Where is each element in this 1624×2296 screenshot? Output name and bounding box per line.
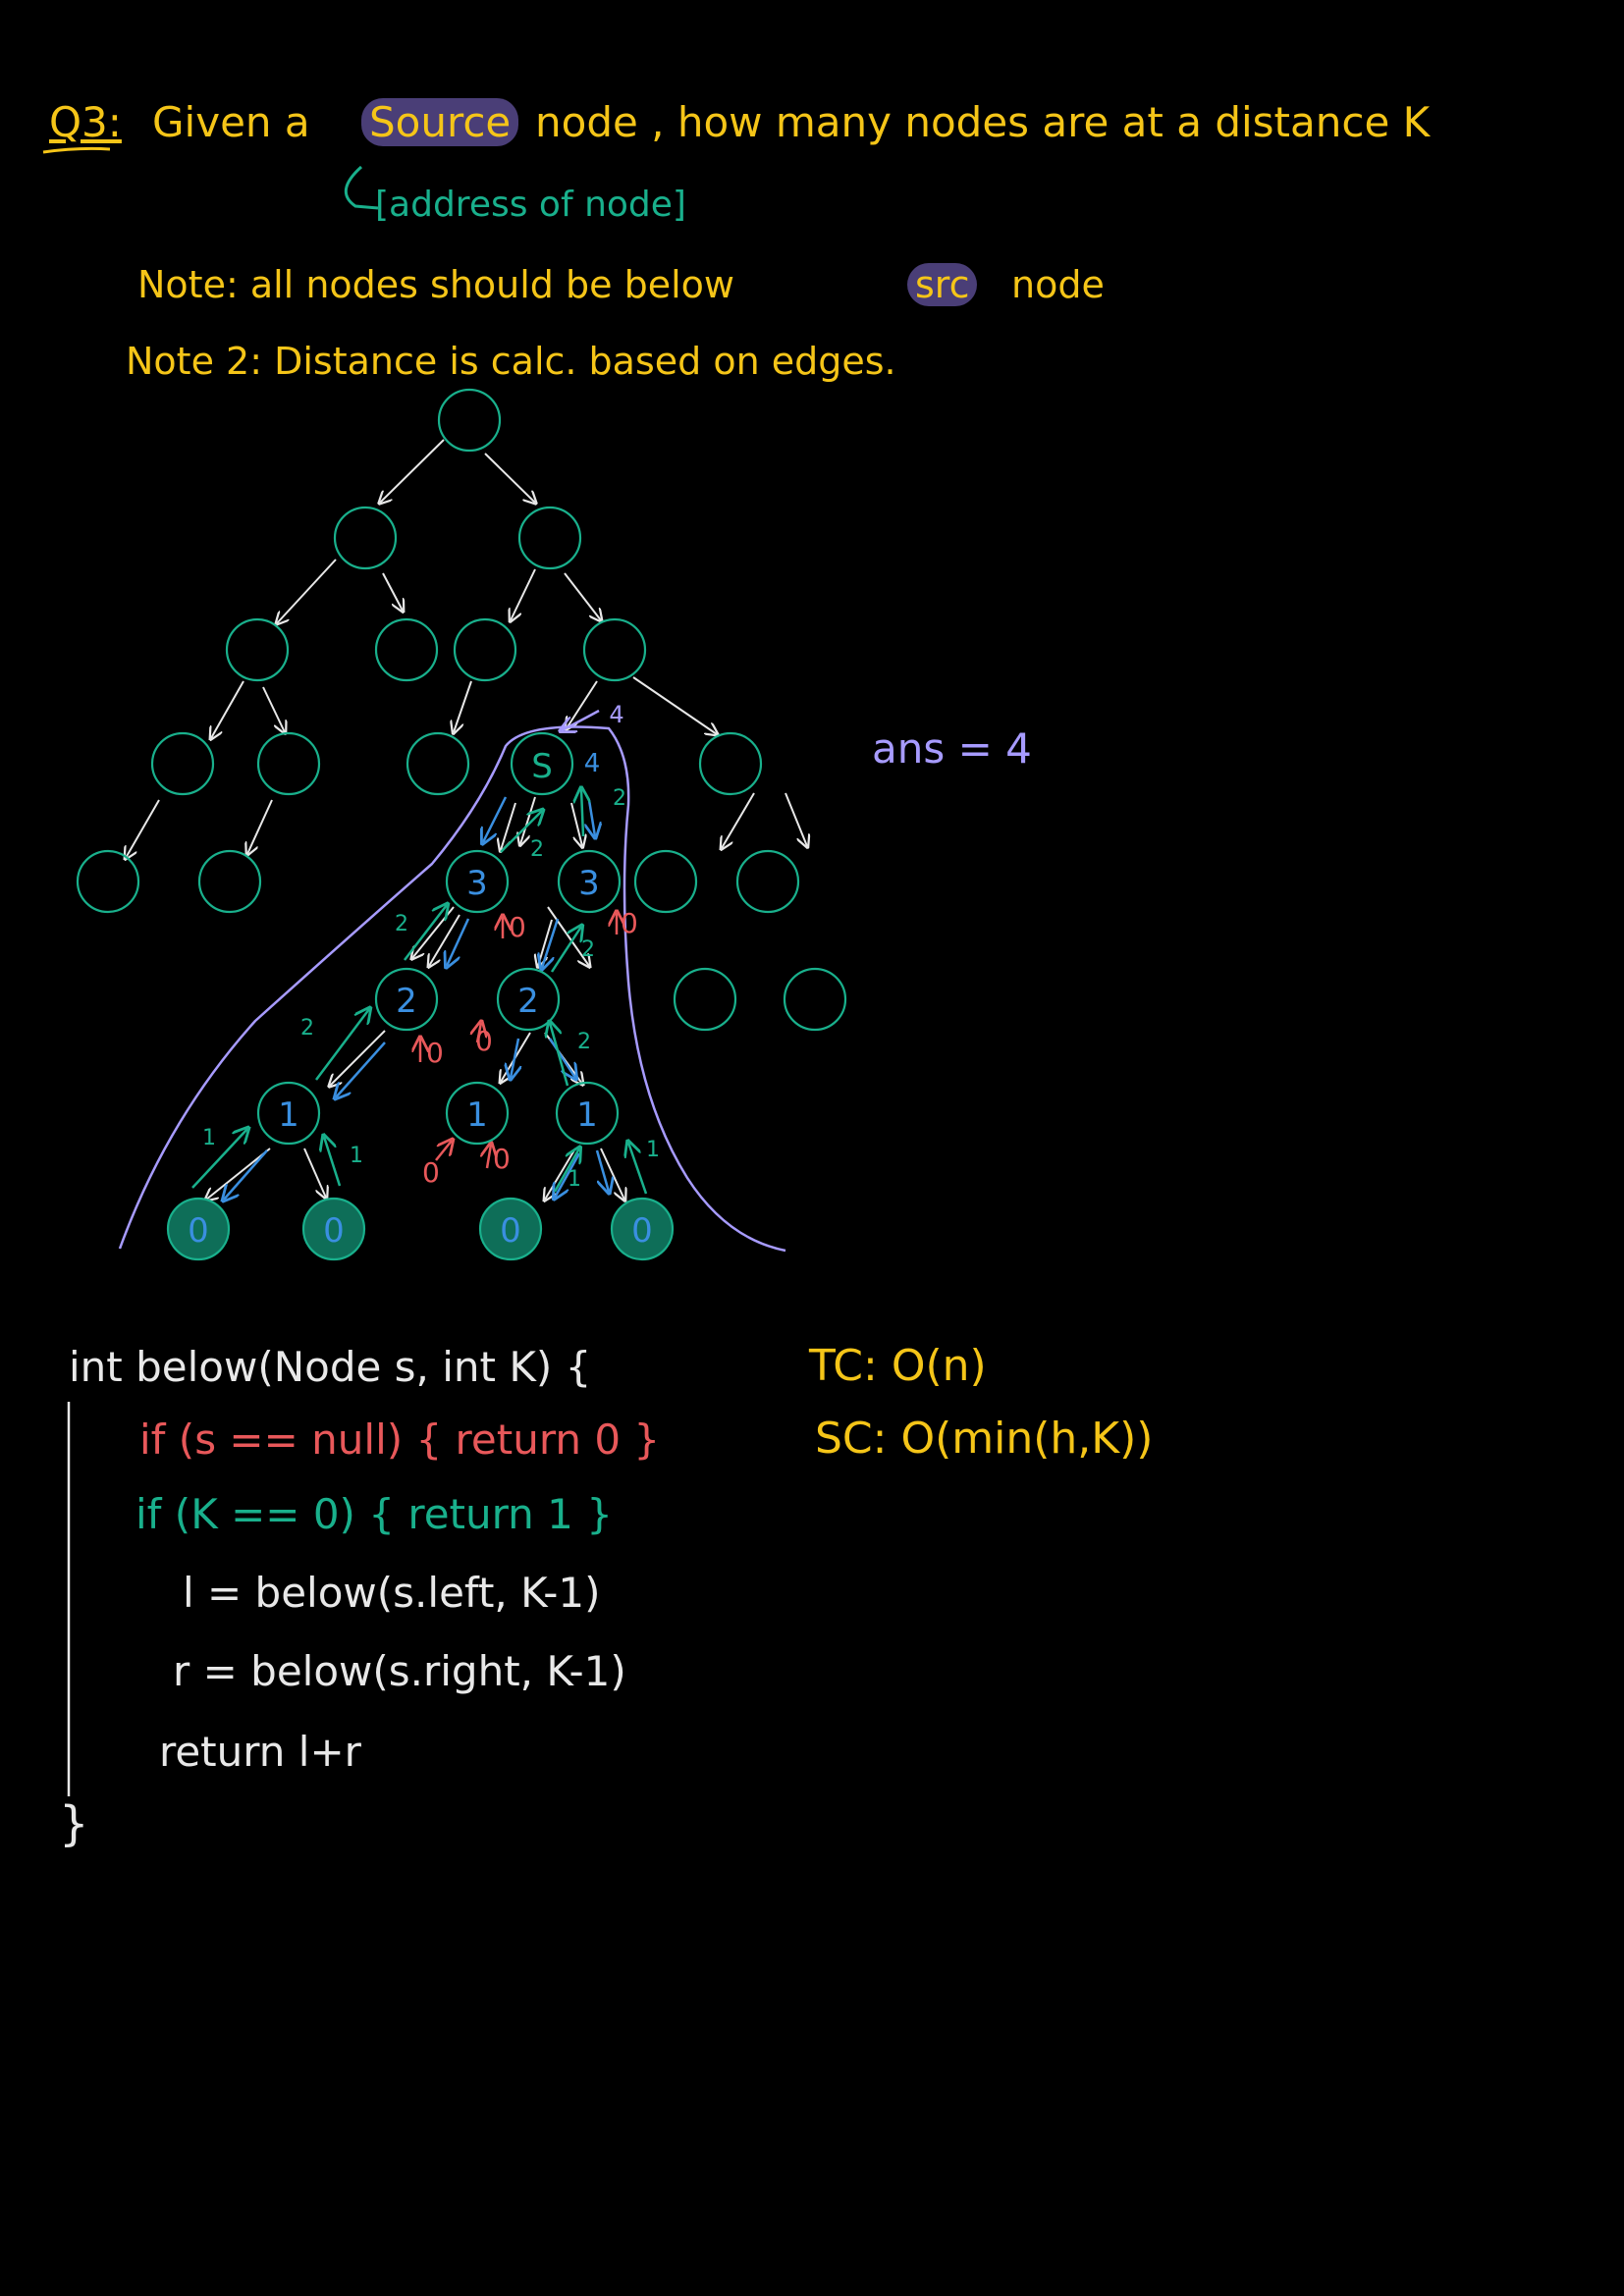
edge-value-7: 1: [202, 1126, 216, 1150]
zero-labels: 0 0 0 0 0 0: [422, 907, 638, 1189]
zero-label-2: 0: [621, 907, 638, 939]
node-j: [698, 731, 763, 796]
node-g: [150, 731, 215, 796]
label-l3-c: 1: [576, 1095, 598, 1135]
node-c: [225, 617, 290, 682]
node-f: [582, 617, 647, 682]
subtree-boundary: [118, 725, 786, 1253]
node-root: [437, 388, 502, 453]
node-k: [76, 849, 140, 914]
code-line-k-check: if (K == 0) { return 1 }: [135, 1490, 613, 1538]
code-line-right: r = below(s.right, K-1): [173, 1647, 626, 1695]
space-complexity: SC: O(min(h,K)): [815, 1414, 1154, 1464]
return-arrows: [191, 789, 648, 1195]
node-o: [673, 967, 737, 1032]
label-leaf-d: 0: [631, 1211, 653, 1251]
question-suffix: node , how many nodes are at a distance …: [535, 98, 1431, 146]
zero-label-1: 0: [509, 911, 526, 943]
label-l1-left: 3: [466, 864, 488, 903]
question-highlight-source: Source: [361, 98, 519, 146]
edge-value-8: 1: [350, 1144, 363, 1168]
time-complexity: TC: O(n): [809, 1341, 987, 1391]
node-n: [735, 849, 800, 914]
note-1-prefix: Note: all nodes should be below: [137, 263, 734, 306]
node-l1-left: [445, 849, 510, 914]
label-source-value: 4: [584, 749, 601, 778]
edge-value-1: 2: [613, 786, 626, 811]
node-source: [510, 731, 574, 796]
answer: ans = 4: [872, 724, 1032, 773]
label-leaf-a: 0: [188, 1211, 209, 1251]
zero-label-5: 0: [422, 1156, 440, 1189]
label-l2-right: 2: [517, 982, 539, 1021]
edge-value-10: 1: [646, 1138, 660, 1162]
edge-value-6: 2: [577, 1030, 591, 1054]
label-leaf-c: 0: [500, 1211, 521, 1251]
node-i: [406, 731, 470, 796]
node-l1-right: [557, 849, 622, 914]
code-line-return: return l+r: [159, 1728, 361, 1776]
node-l3-a: [256, 1081, 321, 1146]
node-h: [256, 731, 321, 796]
label-l3-a: 1: [278, 1095, 299, 1135]
code-close-brace: }: [59, 1796, 89, 1851]
edge-value-2: 2: [530, 837, 544, 862]
edge-value-labels: 2 2 2 2 2 2 1 1 1 1: [202, 786, 660, 1192]
label-source-arrow-value: 4: [609, 701, 623, 728]
node-e: [453, 617, 517, 682]
node-labels: S 4 4 3 3 2 2 1 1 1 0 0 0 0: [188, 701, 653, 1251]
label-l2-left: 2: [396, 982, 417, 1021]
label-l1-right: 3: [578, 864, 600, 903]
note-1-highlight-src: src: [907, 263, 978, 306]
node-l3-c: [555, 1081, 620, 1146]
label-leaf-b: 0: [323, 1211, 345, 1251]
node-d: [374, 617, 439, 682]
edge-value-5: 2: [300, 1016, 314, 1041]
leaf-0-b: [301, 1197, 366, 1261]
edge-value-4: 2: [581, 937, 595, 962]
zero-label-6: 0: [493, 1143, 511, 1175]
leaf-0-a: [166, 1197, 231, 1261]
question-annotation: [address of node]: [375, 185, 686, 225]
note-1-suffix: node: [1011, 263, 1105, 306]
code-signature: int below(Node s, int K) {: [69, 1343, 592, 1391]
node-p: [783, 967, 847, 1032]
code-line-null-check: if (s == null) { return 0 }: [139, 1415, 661, 1464]
zero-label-3: 0: [426, 1037, 444, 1069]
node-b: [517, 506, 582, 570]
edge-value-3: 2: [395, 912, 408, 936]
source-arrow: [562, 709, 600, 730]
zero-label-4: 0: [475, 1025, 493, 1057]
question-prefix: Given a: [152, 98, 310, 146]
node-l: [197, 849, 262, 914]
annotation-hook-arrow: [345, 165, 379, 210]
node-l3-b: [445, 1081, 510, 1146]
note-2: Note 2: Distance is calc. based on edges…: [126, 340, 896, 383]
leaf-0-d: [610, 1197, 675, 1261]
leaf-nodes: [166, 1197, 675, 1261]
zero-return-arrows: [420, 913, 617, 1169]
edge-value-9: 1: [568, 1167, 581, 1192]
node-l2-left: [374, 967, 439, 1032]
leaf-0-c: [478, 1197, 543, 1261]
label-l3-b: 1: [466, 1095, 488, 1135]
question-underline: [42, 146, 111, 154]
tree-nodes: [76, 388, 847, 1146]
code-line-left: l = below(s.left, K-1): [183, 1569, 601, 1617]
node-a: [333, 506, 398, 570]
question-label: Q3:: [49, 98, 122, 146]
node-l2-right: [496, 967, 561, 1032]
node-m: [633, 849, 698, 914]
label-source: S: [531, 747, 553, 786]
